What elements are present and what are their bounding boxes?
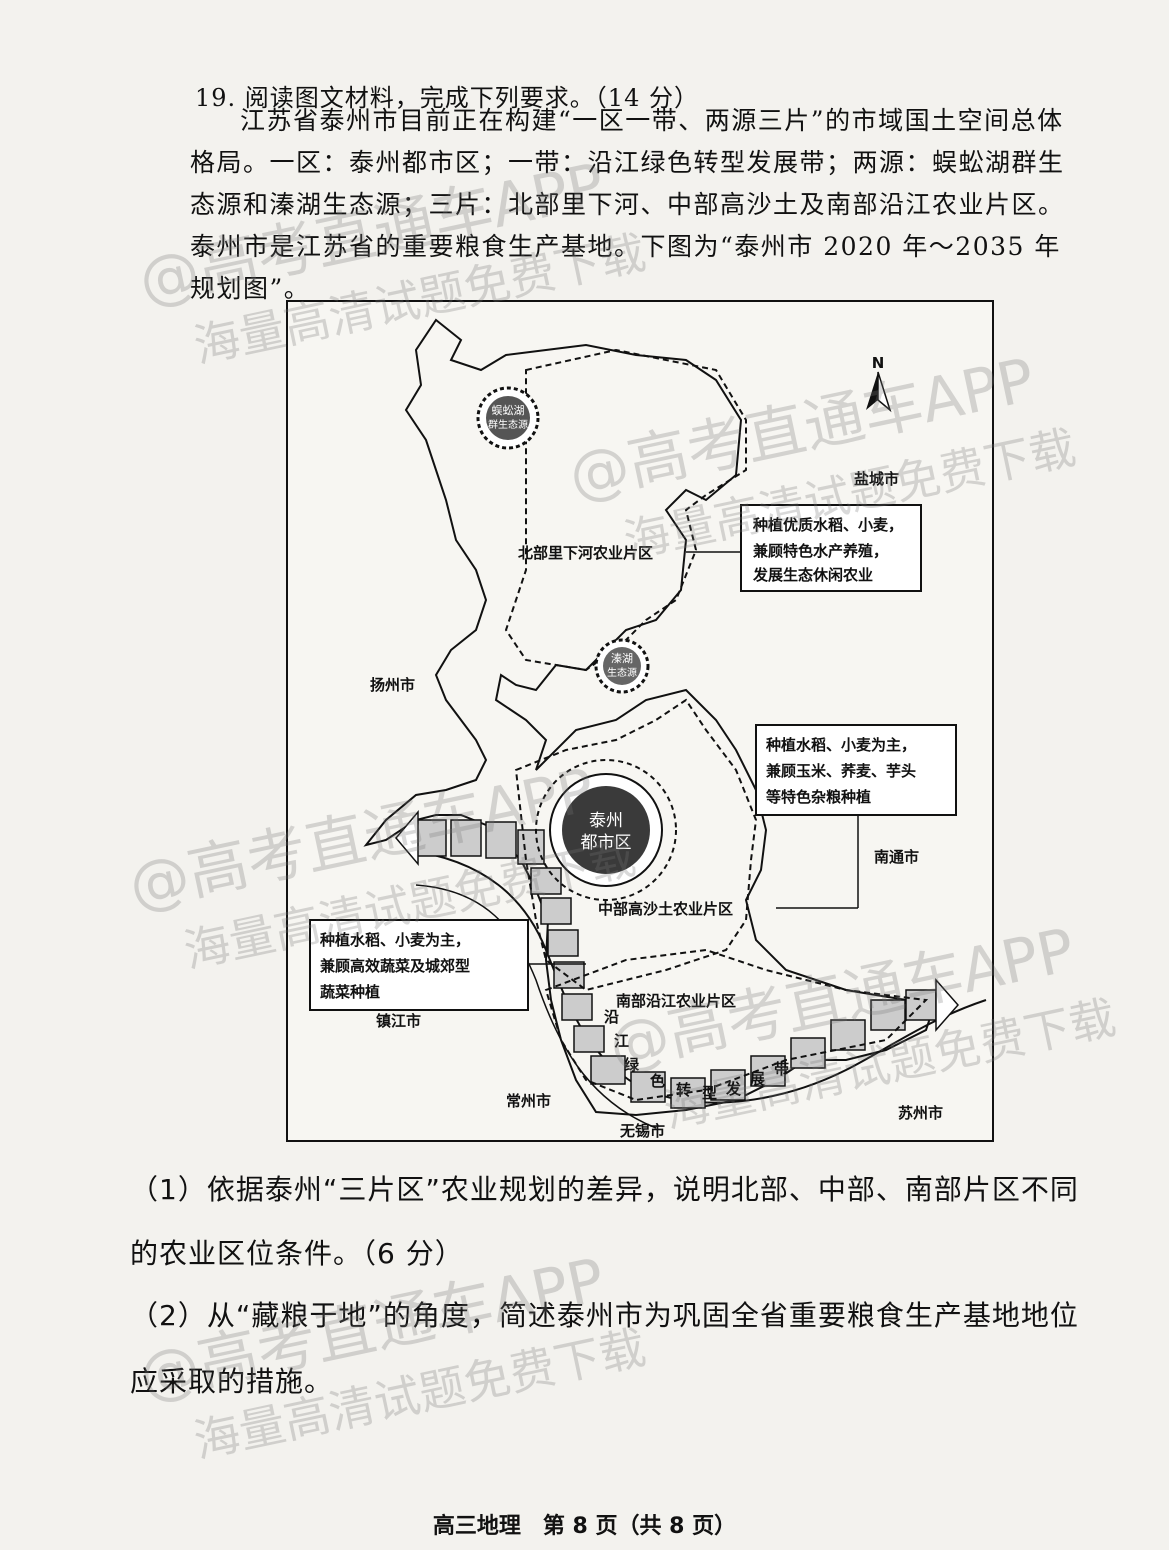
qinhu-eco-source: 溱湖 生态源 bbox=[594, 638, 650, 694]
belt-arrow-east bbox=[935, 978, 959, 1032]
q2-line-1: （2）从“藏粮于地”的角度，简述泰州市为巩固全省重要粮食生产基地地位 bbox=[130, 1299, 1079, 1332]
q2-line-2: 应采取的措施。 bbox=[130, 1365, 334, 1398]
wugong-label-2: 群生态源 bbox=[488, 418, 528, 431]
svg-text:型: 型 bbox=[702, 1084, 717, 1102]
svg-text:等特色杂粮种植: 等特色杂粮种植 bbox=[766, 788, 871, 806]
metro-label-1: 泰州 bbox=[589, 811, 623, 831]
wugong-label-1: 蜈蚣湖 bbox=[492, 404, 525, 417]
svg-text:转: 转 bbox=[676, 1081, 691, 1099]
qinhu-label-2: 生态源 bbox=[607, 666, 637, 679]
svg-text:兼顾特色水产养殖，: 兼顾特色水产养殖， bbox=[753, 542, 888, 560]
city-changzhou: 常州市 bbox=[506, 1092, 551, 1110]
svg-text:发: 发 bbox=[725, 1080, 742, 1098]
q1-line-2: 的农业区位条件。（6 分） bbox=[130, 1237, 464, 1270]
wugong-lake-eco-source: 蜈蚣湖 群生态源 bbox=[476, 386, 540, 450]
svg-text:种植优质水稻、小麦，: 种植优质水稻、小麦， bbox=[752, 516, 903, 534]
question-title: 19. 阅读图文材料，完成下列要求。（14 分） bbox=[195, 84, 699, 112]
north-arrow-icon: N bbox=[866, 354, 892, 413]
south-zone-box: 种植水稻、小麦为主， 兼顾高效蔬菜及城郊型 蔬菜种植 bbox=[309, 919, 586, 1011]
metro-label-2: 都市区 bbox=[581, 833, 632, 853]
svg-text:江: 江 bbox=[614, 1032, 629, 1050]
svg-text:兼顾高效蔬菜及城郊型: 兼顾高效蔬菜及城郊型 bbox=[320, 957, 470, 975]
zone-middle-label: 中部高沙土农业片区 bbox=[598, 900, 733, 918]
city-yancheng: 盐城市 bbox=[854, 470, 899, 488]
south-zone-outline bbox=[544, 948, 929, 1102]
north-label: N bbox=[872, 354, 885, 372]
city-wuxi: 无锡市 bbox=[619, 1122, 665, 1140]
q1-line-1: （1）依据泰州“三片区”农业规划的差异，说明北部、中部、南部片区不同 bbox=[130, 1173, 1079, 1206]
city-nantong: 南通市 bbox=[874, 848, 919, 866]
taizhou-metro-area: 泰州 都市区 bbox=[535, 759, 677, 901]
svg-text:展: 展 bbox=[750, 1070, 765, 1088]
svg-text:沿: 沿 bbox=[604, 1008, 619, 1026]
city-zhenjiang: 镇江市 bbox=[376, 1012, 421, 1030]
qinhu-label-1: 溱湖 bbox=[611, 651, 633, 665]
zone-south-label: 南部沿江农业片区 bbox=[616, 992, 736, 1010]
svg-text:种植水稻、小麦为主，: 种植水稻、小麦为主， bbox=[319, 931, 470, 949]
city-suzhou: 苏州市 bbox=[898, 1104, 943, 1122]
belt-arrow-west bbox=[395, 809, 419, 867]
svg-text:兼顾玉米、荞麦、芋头: 兼顾玉米、荞麦、芋头 bbox=[766, 762, 916, 780]
middle-zone-outline bbox=[514, 698, 758, 992]
question-paragraph: 江苏省泰州市目前正在构建“一区一带、两源三片”的市域国土空间总体格局。一区：泰州… bbox=[190, 106, 1065, 303]
north-zone-box: 种植优质水稻、小麦， 兼顾特色水产养殖， 发展生态休闲农业 bbox=[740, 504, 922, 592]
page-footer: 高三地理 第 8 页（共 8 页） bbox=[432, 1514, 737, 1539]
taizhou-planning-map: 蜈蚣湖 群生态源 溱湖 生态源 泰州 都市区 N 盐城市 扬州市 南通市 镇江市… bbox=[286, 300, 994, 1142]
svg-text:带: 带 bbox=[774, 1060, 789, 1078]
belt-label: 沿 江 绿 色 转 型 发 展 带 bbox=[604, 1008, 789, 1102]
svg-text:色: 色 bbox=[650, 1072, 665, 1090]
middle-zone-box: 种植水稻、小麦为主， 兼顾玉米、荞麦、芋头 等特色杂粮种植 bbox=[755, 724, 957, 816]
map-svg: 蜈蚣湖 群生态源 溱湖 生态源 泰州 都市区 N 盐城市 扬州市 南通市 镇江市… bbox=[286, 300, 994, 1142]
svg-text:绿: 绿 bbox=[624, 1056, 640, 1074]
svg-text:蔬菜种植: 蔬菜种植 bbox=[320, 983, 380, 1001]
svg-text:发展生态休闲农业: 发展生态休闲农业 bbox=[752, 566, 873, 584]
city-yangzhou: 扬州市 bbox=[370, 676, 415, 694]
svg-text:种植水稻、小麦为主，: 种植水稻、小麦为主， bbox=[765, 736, 916, 754]
zone-north-label: 北部里下河农业片区 bbox=[518, 544, 653, 562]
north-zone-outline bbox=[504, 348, 747, 672]
